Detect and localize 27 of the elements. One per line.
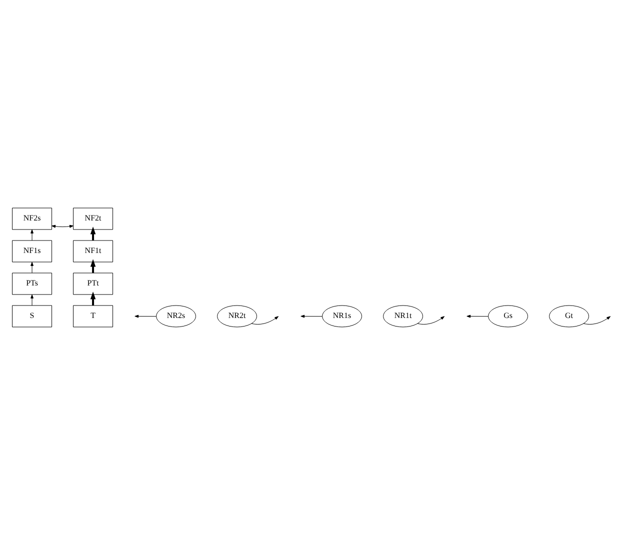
node-ellipse: Gs bbox=[488, 304, 528, 327]
arrow bbox=[90, 258, 96, 272]
arrow bbox=[30, 294, 34, 306]
arrow bbox=[30, 228, 34, 240]
node-box: T bbox=[73, 304, 114, 327]
arrow bbox=[583, 316, 611, 324]
node-ellipse: NR1t bbox=[383, 304, 424, 327]
arrow bbox=[417, 316, 445, 324]
arrow bbox=[134, 314, 156, 318]
node-box: PTt bbox=[73, 272, 114, 294]
arrow bbox=[52, 224, 74, 228]
node-ellipse: NR1s bbox=[322, 304, 362, 327]
node-ellipse: NR2t bbox=[217, 304, 258, 327]
node-box: NF1t bbox=[73, 240, 114, 262]
arrow bbox=[90, 226, 96, 240]
node-box: NF1s bbox=[12, 240, 52, 262]
arrow bbox=[30, 261, 34, 273]
node-box: NF2s bbox=[12, 207, 52, 230]
node-ellipse: Gt bbox=[549, 304, 590, 327]
arrow bbox=[300, 314, 322, 318]
node-box: PTs bbox=[12, 272, 52, 294]
arrow bbox=[90, 291, 96, 305]
arrow bbox=[466, 314, 488, 318]
node-box: NF2t bbox=[73, 207, 114, 230]
node-ellipse: NR2s bbox=[156, 304, 196, 327]
arrow bbox=[251, 316, 279, 324]
node-box: S bbox=[12, 304, 52, 327]
